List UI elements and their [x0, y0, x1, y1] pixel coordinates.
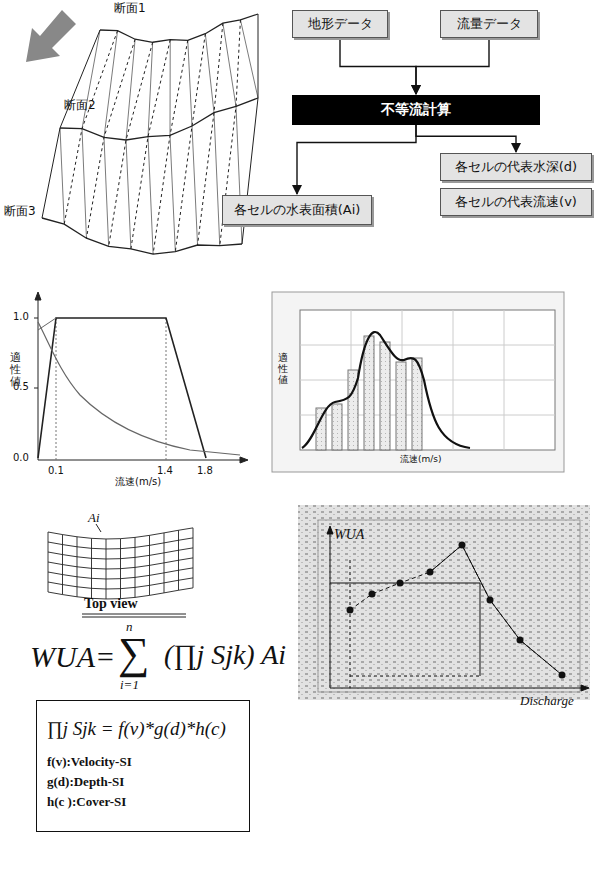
text-label: 断面1 [114, 2, 146, 15]
text-label: Top view [84, 596, 138, 611]
process-box: 各セルの水表面積(Ai) [222, 195, 372, 225]
text-label: 断面3 [4, 205, 36, 218]
process-box: 各セルの代表水深(d) [440, 153, 592, 181]
wua-graph [298, 505, 590, 700]
flow-arrow [340, 38, 416, 94]
text-label: WUA [334, 527, 364, 542]
text-label: 1.8 [197, 465, 213, 476]
text-label: 1.0 [13, 311, 29, 322]
underline [82, 614, 186, 615]
flow-arrow [416, 38, 489, 94]
process-box: 各セルの代表流速(v) [440, 188, 592, 216]
cell-grid [48, 528, 193, 599]
legend-line: g(d):Depth-SI [47, 774, 124, 790]
box-label: 不等流計算 [381, 101, 451, 119]
process-box: 流量データ [440, 10, 538, 38]
text-label: Discharge [520, 694, 574, 708]
text-label: 1.4 [157, 465, 173, 476]
process-box: 不等流計算 [292, 95, 540, 125]
text-label: 流速(m/s) [400, 455, 442, 465]
box-label: 各セルの代表流速(v) [455, 193, 577, 211]
text-label: 流速(m/s) [115, 476, 161, 487]
legend-line: f(v):Velocity-SI [47, 754, 132, 770]
box-label: 各セルの代表水深(d) [455, 158, 577, 176]
formula-box: ∏j Sjk = f(v)*g(d)*h(c) f(v):Velocity-SI g… [36, 700, 250, 832]
box-label: 地形データ [308, 15, 373, 33]
box-label: 流量データ [457, 15, 522, 33]
text-label: 断面2 [64, 99, 96, 112]
axis-title: 適性値 [278, 352, 288, 385]
flow-arrow [416, 125, 516, 152]
text-label: 0.1 [48, 465, 64, 476]
formula-part: (∏j Sjk) Ai [164, 640, 286, 671]
text-label: i=1 [120, 678, 139, 692]
leader-line [96, 524, 101, 532]
histogram-chart [272, 292, 564, 472]
formula-part: ∑ [118, 630, 149, 678]
flow-arrow [297, 125, 416, 194]
formula-text: ∏j Sjk = f(v)*g(d)*h(c) [47, 718, 226, 740]
legend-line: h(c ):Cover-SI [47, 794, 126, 810]
suitability-graph [34, 292, 248, 463]
text-label: 0.0 [13, 452, 29, 463]
text-label: Ai [88, 511, 100, 525]
underline [82, 617, 186, 618]
box-label: 各セルの水表面積(Ai) [234, 201, 361, 219]
flow-arrow [26, 10, 76, 62]
text-label: 0.5 [13, 381, 29, 392]
process-box: 地形データ [292, 10, 388, 38]
formula-part: WUA= [30, 640, 115, 673]
